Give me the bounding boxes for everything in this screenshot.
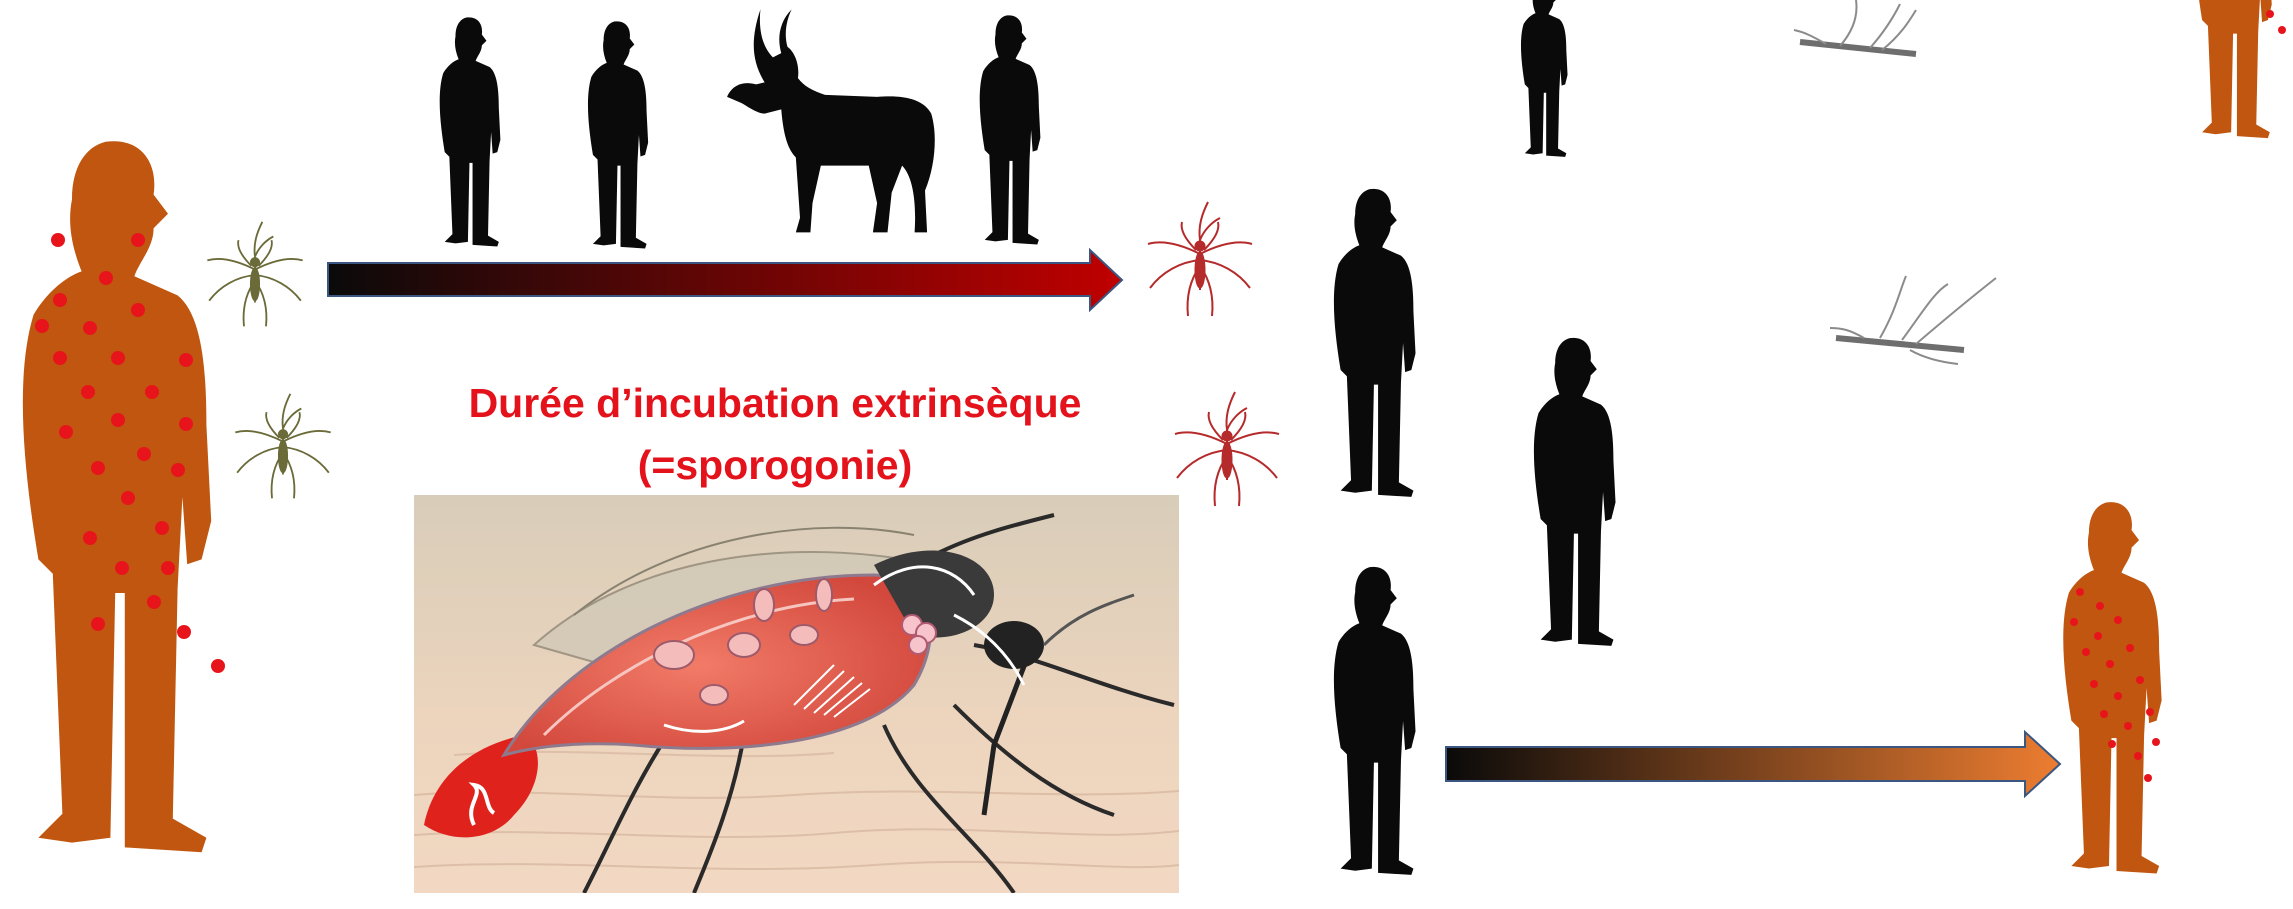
infected-human-top-right	[2196, 0, 2286, 138]
mosquito-icon	[235, 394, 330, 499]
cattle-silhouette	[727, 9, 935, 232]
mosquito-cross-section-illustration	[414, 495, 1179, 893]
human-silhouette	[1334, 567, 1416, 875]
infected-human-right	[2063, 502, 2161, 873]
human-silhouette	[980, 15, 1041, 244]
human-silhouette	[1334, 189, 1416, 497]
mosquito-icon	[207, 222, 302, 327]
human-silhouette	[1521, 0, 1568, 157]
human-silhouette	[440, 17, 501, 246]
infected-mosquito-icon	[1175, 392, 1279, 506]
gradient-arrow	[328, 250, 1122, 310]
human-silhouette	[588, 21, 648, 248]
caption-line-2: (=sporogonie)	[430, 434, 1120, 496]
infected-mosquito-icon	[1148, 202, 1252, 316]
incubation-caption: Durée d’incubation extrinsèque (=sporogo…	[430, 372, 1120, 496]
infected-human-left	[23, 141, 225, 852]
mosquito-photo	[414, 495, 1179, 893]
mosquito-icon	[1830, 276, 1996, 364]
gradient-arrow	[1446, 732, 2060, 796]
caption-line-1: Durée d’incubation extrinsèque	[430, 372, 1120, 434]
mosquito-icon	[1794, 0, 1916, 54]
human-silhouette	[1534, 338, 1616, 646]
